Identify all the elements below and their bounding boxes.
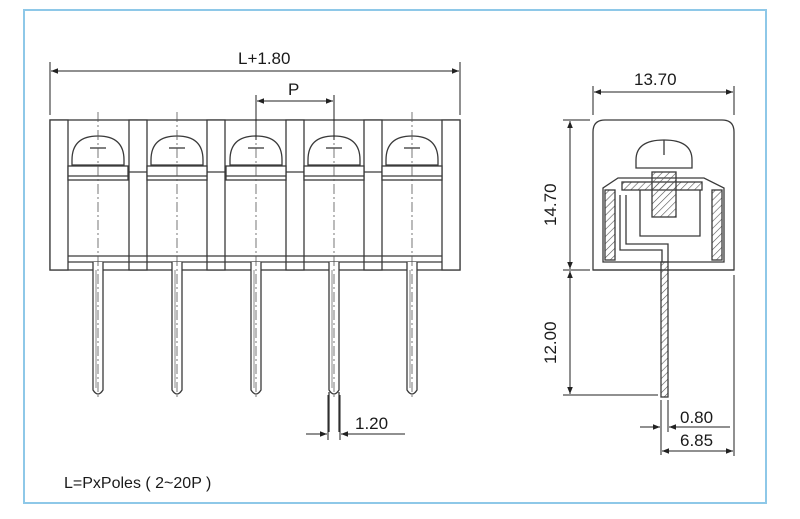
front-barriers xyxy=(49,119,461,271)
poles-formula-note: L=PxPoles ( 2~20P ) xyxy=(64,475,211,492)
side-dimensions xyxy=(563,86,735,456)
barrier xyxy=(206,119,226,271)
barrier xyxy=(441,119,461,271)
side-inner-cavity xyxy=(602,177,725,263)
side-hatch-right xyxy=(711,189,723,261)
side-width-label: 13.70 xyxy=(634,70,677,89)
side-height-label: 14.70 xyxy=(541,183,560,226)
pin-offset-label: 6.85 xyxy=(680,431,713,450)
side-screw-thread xyxy=(651,171,677,218)
pitch-label: P xyxy=(288,80,299,99)
side-pin-length-label: 12.00 xyxy=(541,321,560,364)
front-dimensions xyxy=(49,62,461,440)
barrier xyxy=(128,119,148,271)
side-view xyxy=(592,119,735,398)
overall-length-label: L+1.80 xyxy=(238,49,290,68)
barrier xyxy=(285,119,305,271)
pin-width-label: 1.20 xyxy=(355,414,388,433)
front-centerlines xyxy=(97,112,413,400)
side-hatch-left xyxy=(604,189,616,261)
barrier xyxy=(49,119,69,271)
side-clamp-inner xyxy=(625,195,669,262)
pin-thickness-label: 0.80 xyxy=(680,408,713,427)
side-clamp xyxy=(619,195,663,262)
side-box-clamp xyxy=(639,190,701,237)
front-view xyxy=(49,112,461,432)
front-poles xyxy=(67,135,443,432)
side-pin xyxy=(660,261,669,398)
barrier xyxy=(363,119,383,271)
